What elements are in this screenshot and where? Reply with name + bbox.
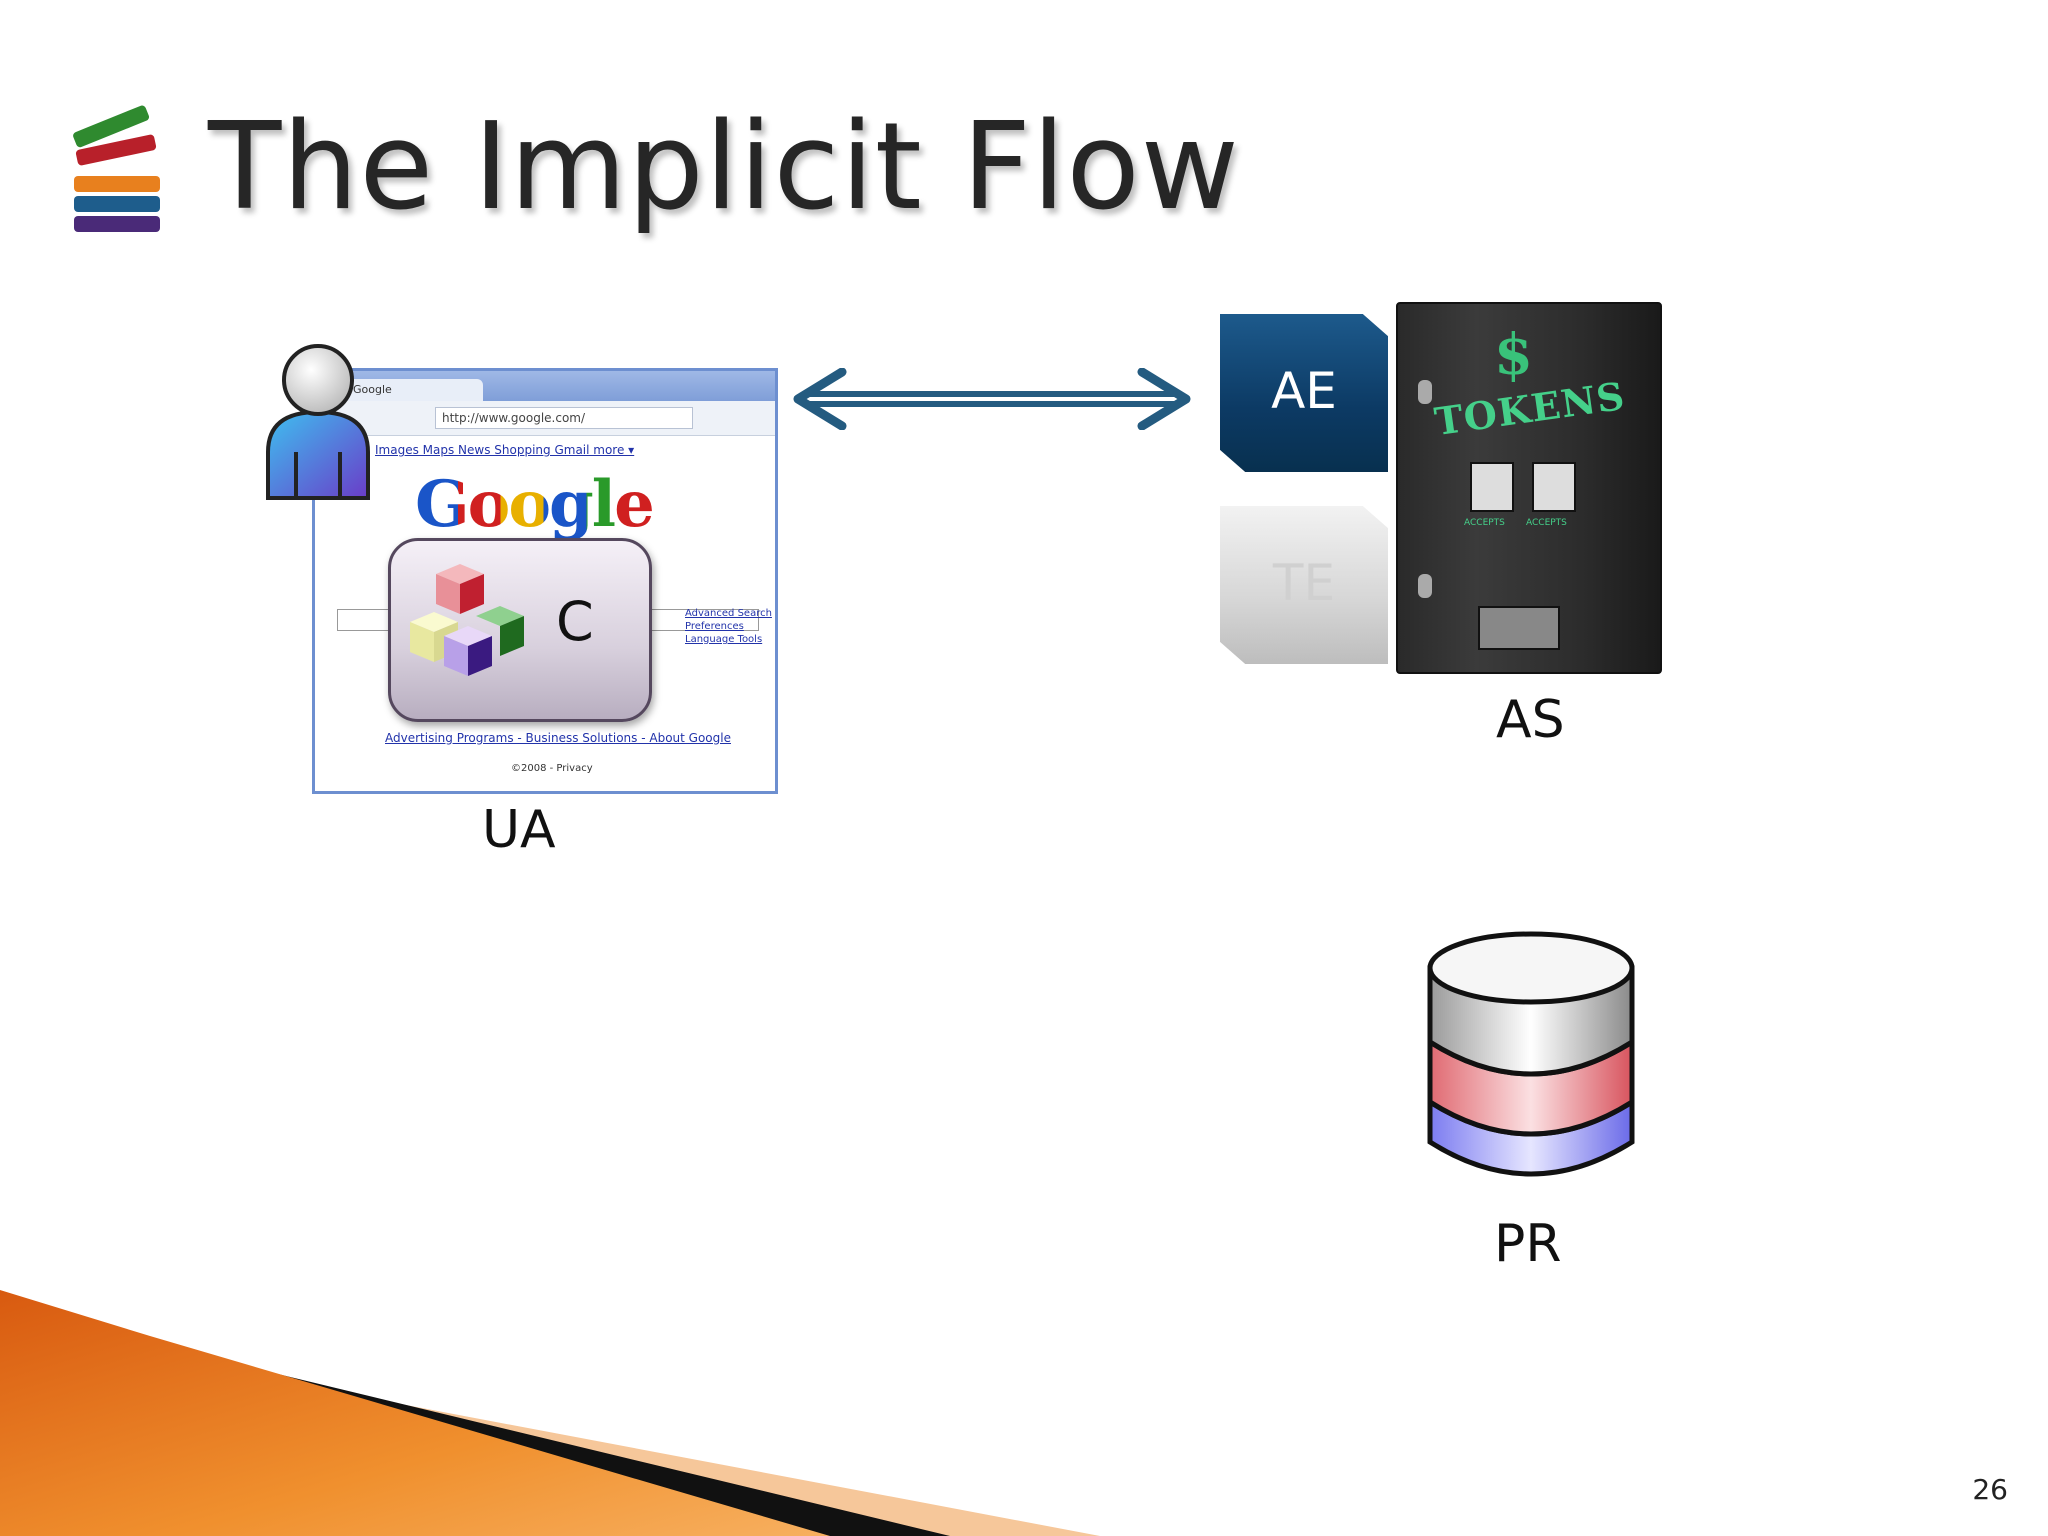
side-link: Advanced Search — [685, 608, 772, 619]
book-red — [75, 134, 157, 166]
google-logo: Google — [415, 473, 655, 537]
cubes-icon — [410, 564, 524, 676]
browser-titlebar: Google — [315, 371, 775, 401]
book-green — [73, 105, 150, 148]
database-icon — [1427, 931, 1635, 1177]
address-bar: http://www.google.com/ — [435, 407, 693, 429]
bill-slot — [1470, 462, 1514, 512]
te-label: TE — [1272, 554, 1336, 612]
client-label: C — [556, 590, 594, 653]
user-body — [266, 409, 370, 500]
coin-tray — [1478, 606, 1560, 650]
user-head — [282, 344, 354, 416]
arrow-head-left — [793, 368, 847, 430]
lock-icon — [1418, 574, 1432, 598]
footer-links: Advertising Programs - Business Solution… — [385, 731, 731, 745]
dollar-symbol: $ — [1494, 322, 1533, 388]
side-link: Preferences — [685, 621, 744, 632]
side-link: Language Tools — [685, 634, 763, 645]
db-top — [1427, 931, 1635, 1005]
page-number: 26 — [1972, 1473, 2008, 1506]
authorization-endpoint-box — [1220, 314, 1388, 472]
ae-label: AE — [1271, 362, 1337, 420]
slide-title: The Implicit Flow — [208, 98, 1240, 237]
book-blue — [74, 196, 160, 212]
browser-toolbar: http://www.google.com/ — [315, 401, 775, 436]
google-logo-text: Google — [415, 467, 655, 542]
arrow-head-right — [1137, 368, 1191, 430]
orange-swoosh — [0, 1290, 1100, 1536]
book-orange — [74, 176, 160, 192]
copyright: ©2008 - Privacy — [511, 763, 593, 774]
token-endpoint-box — [1220, 506, 1388, 664]
token-machine: $ TOKENS ACCEPTS ACCEPTS — [1396, 302, 1662, 674]
book-purple — [74, 216, 160, 232]
ua-label: UA — [482, 800, 556, 860]
browser-nav-links: Images Maps News Shopping Gmail more ▾ — [375, 443, 635, 457]
pr-label: PR — [1494, 1214, 1562, 1274]
user-icon — [266, 344, 370, 500]
swoosh-orange — [0, 1290, 830, 1536]
bill-slot — [1532, 462, 1576, 512]
side-links: Advanced Search Preferences Language Too… — [685, 607, 772, 646]
browser-tab: Google — [347, 379, 483, 401]
browser-window: Google http://www.google.com/ Images Map… — [312, 368, 778, 794]
books-logo — [73, 105, 160, 232]
accepts-text: ACCEPTS — [1526, 518, 1567, 528]
accepts-text: ACCEPTS — [1464, 518, 1505, 528]
as-label: AS — [1496, 690, 1565, 750]
double-arrow — [793, 368, 1191, 430]
lock-icon — [1418, 380, 1432, 404]
